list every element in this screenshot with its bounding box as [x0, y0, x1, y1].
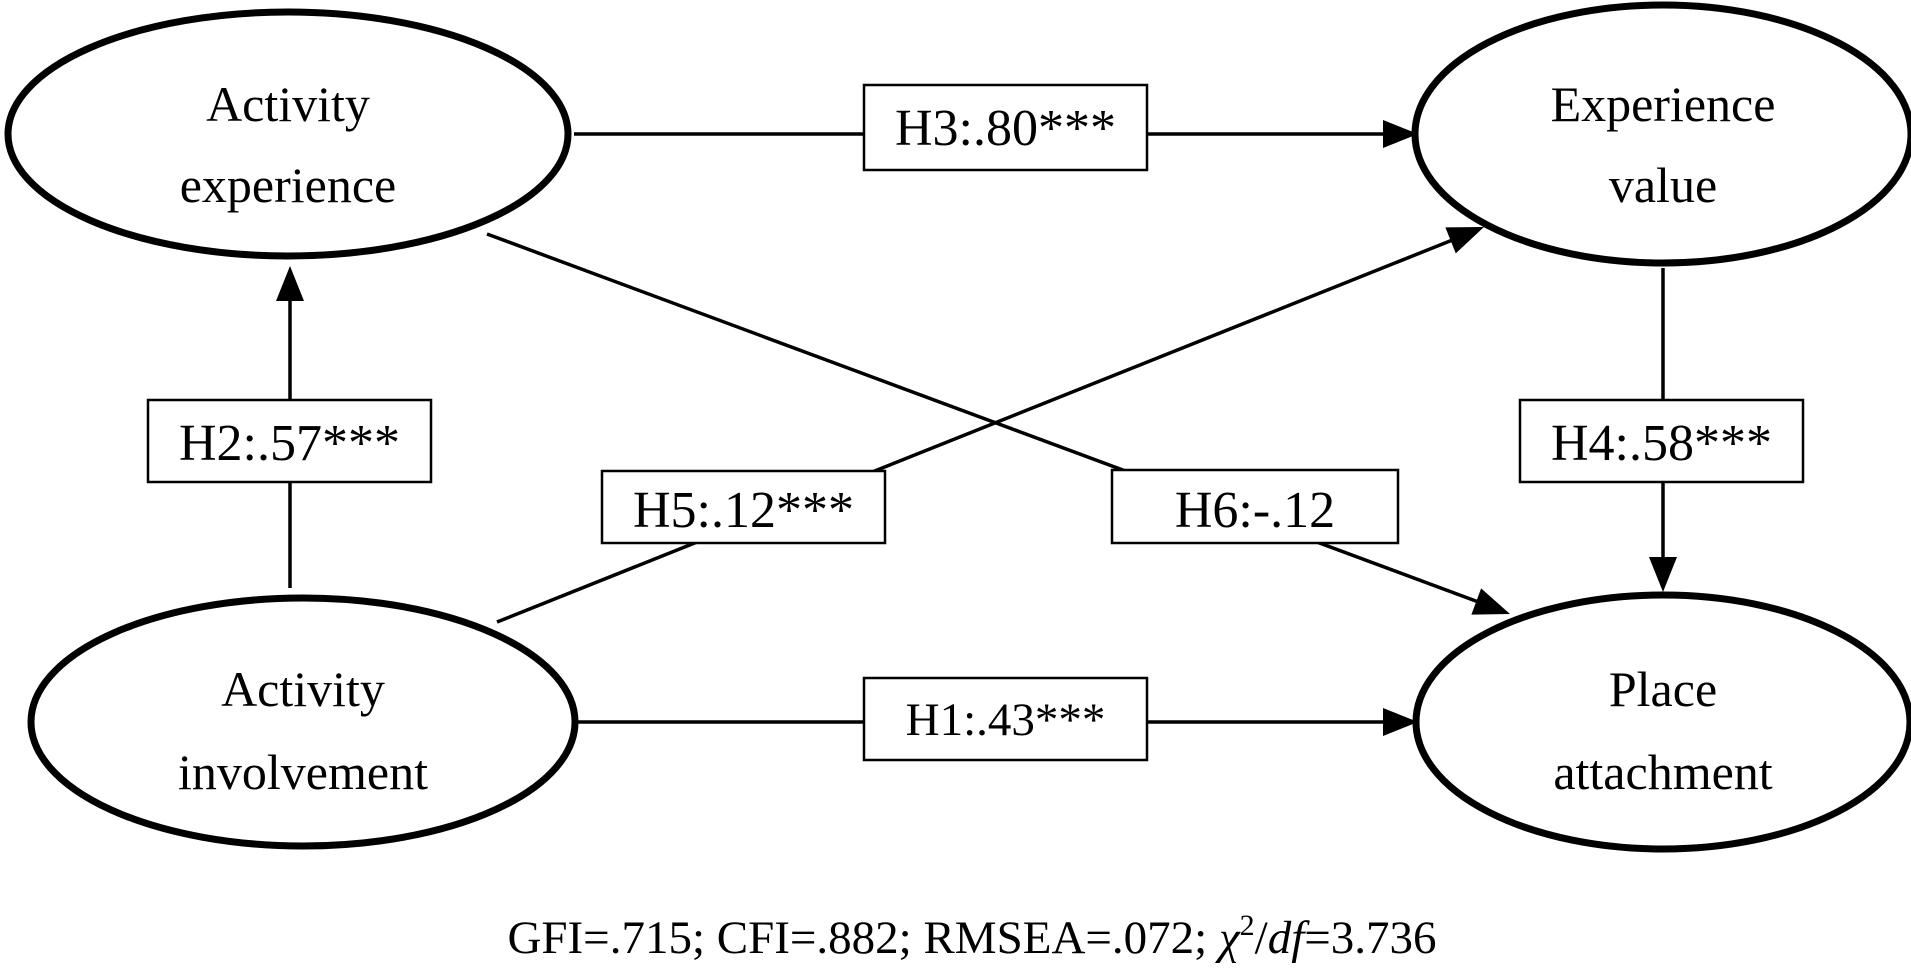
fit-statistics: GFI=.715; CFI=.882; RMSEA=.072; χ2/df=3.… [507, 909, 1436, 964]
path-label-h5: H5:.12*** [600, 469, 887, 545]
arrowhead-h1 [1383, 708, 1418, 736]
path-label-h3: H3:.80*** [862, 83, 1149, 172]
arrowhead-h6 [1471, 588, 1510, 615]
path-label-h4-text: H4:.58*** [1551, 415, 1772, 472]
edge-h6 [486, 232, 1501, 612]
node-experience-value-line2: value [1609, 157, 1717, 213]
arrowhead-h4 [1649, 557, 1677, 592]
arrowhead-h2 [276, 266, 304, 301]
node-place-attachment: Place attachment [1412, 591, 1911, 853]
node-place-attachment-line2: attachment [1553, 744, 1772, 800]
node-activity-experience-line1: Activity [206, 76, 370, 132]
path-label-h5-text: H5:.12*** [633, 482, 854, 539]
path-label-h2-text: H2:.57*** [179, 415, 400, 472]
fit-df: df [1268, 912, 1311, 964]
arrowhead-h5 [1445, 227, 1484, 254]
node-experience-value-line1: Experience [1551, 76, 1776, 132]
node-activity-involvement-line2: involvement [178, 744, 428, 800]
node-activity-involvement: Activity involvement [27, 594, 579, 850]
fit-slash: / [1255, 912, 1269, 964]
path-label-h3-text: H3:.80*** [895, 100, 1116, 157]
node-place-attachment-line1: Place [1609, 661, 1717, 717]
arrowhead-h3 [1383, 120, 1418, 148]
path-label-h1-text: H1:.43*** [906, 694, 1106, 746]
node-activity-experience-line2: experience [180, 157, 397, 213]
node-experience-value: Experience value [1411, 1, 1911, 267]
path-label-h2: H2:.57*** [146, 398, 433, 484]
fit-value: =3.736 [1304, 912, 1436, 964]
fit-chi-superscript: 2 [1240, 909, 1255, 942]
edge-h5 [496, 233, 1466, 624]
path-label-h6-text: H6:-.12 [1175, 482, 1335, 539]
path-label-h1: H1:.43*** [862, 676, 1149, 762]
node-activity-experience: Activity experience [4, 8, 572, 260]
path-label-h6: H6:-.12 [1110, 468, 1400, 545]
path-label-h4: H4:.58*** [1518, 398, 1805, 484]
fit-statistics-main: GFI=.715; CFI=.882; RMSEA=.072; [507, 912, 1219, 964]
fit-chi-symbol: χ [1215, 912, 1241, 964]
node-activity-involvement-line1: Activity [221, 661, 385, 717]
